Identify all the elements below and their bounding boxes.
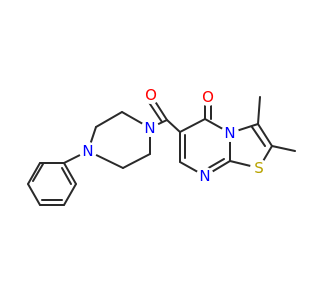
atom-background	[250, 159, 268, 177]
atom-background	[196, 167, 214, 185]
bond	[271, 145, 296, 152]
bond	[61, 167, 72, 185]
bond	[257, 96, 261, 125]
bond	[122, 153, 151, 169]
bonds	[27, 94, 296, 206]
bond	[179, 118, 206, 133]
atom-background	[141, 119, 159, 137]
ring-fusion-nitrogen: N	[221, 124, 239, 142]
atom-background	[221, 124, 239, 142]
pyrimidine-nitrogen: N	[196, 167, 214, 185]
chemical-structure-diagram: O O N N N N S	[27, 86, 296, 206]
atom-background	[142, 86, 160, 104]
atom-background	[79, 142, 97, 160]
atom-label-n: N	[199, 167, 210, 185]
carbonyl-oxygen-amide: O	[142, 86, 160, 104]
atom-label-n: N	[144, 119, 155, 137]
atom-label-n: N	[82, 142, 93, 160]
atom-background	[199, 88, 217, 106]
atom-labels: O O N N N N S	[79, 86, 268, 185]
bond	[32, 163, 44, 182]
bond	[251, 126, 266, 147]
bond	[27, 183, 41, 206]
thiazole-sulfur: S	[250, 159, 268, 177]
bond	[27, 162, 41, 185]
carbonyl-oxygen-ring: O	[199, 88, 217, 106]
atom-label-n: N	[224, 124, 235, 142]
atom-label-o: O	[145, 86, 157, 104]
bond	[257, 123, 273, 147]
bond	[95, 111, 123, 128]
piperazine-nitrogen-phenyl: N	[79, 142, 97, 160]
bond	[166, 119, 181, 133]
bond	[63, 162, 77, 185]
piperazine-nitrogen-amide: N	[141, 119, 159, 137]
bond	[63, 183, 77, 206]
atom-label-s: S	[254, 159, 264, 177]
atom-label-o: O	[202, 88, 214, 106]
